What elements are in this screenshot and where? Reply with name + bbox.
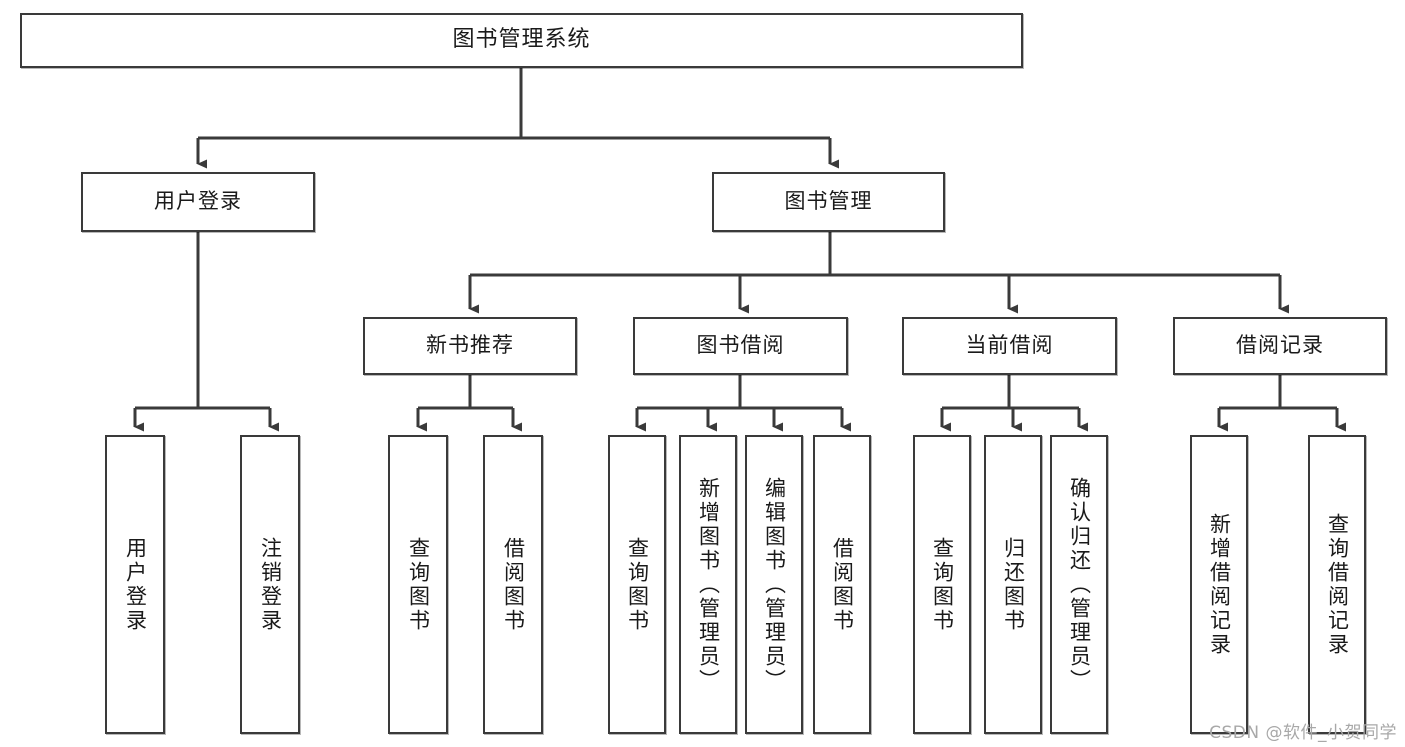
node-user-login[interactable]: 用户登录 [81, 172, 315, 232]
node-current-borrow[interactable]: 当前借阅 [902, 317, 1117, 375]
node-leaf-logout[interactable]: 注销登录 [240, 435, 300, 734]
leaf-label: 归还图书 [1001, 536, 1026, 633]
leaf-label: 查询借阅记录 [1325, 512, 1350, 657]
leaf-label: 确认归还（管理员） [1067, 476, 1092, 693]
node-leaf-query-book-1[interactable]: 查询图书 [388, 435, 448, 734]
leaf-label: 新增图书（管理员） [696, 476, 721, 693]
leaf-label: 借阅图书 [501, 536, 526, 633]
node-leaf-user-login[interactable]: 用户登录 [105, 435, 165, 734]
node-leaf-confirm-return[interactable]: 确认归还（管理员） [1050, 435, 1108, 734]
node-new-book-rec[interactable]: 新书推荐 [363, 317, 577, 375]
node-borrow-record[interactable]: 借阅记录 [1173, 317, 1387, 375]
leaf-label: 注销登录 [258, 536, 283, 633]
leaf-label: 查询图书 [625, 536, 650, 633]
node-book-borrow[interactable]: 图书借阅 [633, 317, 848, 375]
leaf-label: 借阅图书 [830, 536, 855, 633]
node-root[interactable]: 图书管理系统 [20, 13, 1023, 68]
node-leaf-borrow-book-2[interactable]: 借阅图书 [813, 435, 871, 734]
leaf-label: 查询图书 [406, 536, 431, 633]
node-leaf-add-record[interactable]: 新增借阅记录 [1190, 435, 1248, 734]
leaf-label: 编辑图书（管理员） [762, 476, 787, 693]
node-leaf-query-book-2[interactable]: 查询图书 [608, 435, 666, 734]
node-leaf-query-book-3[interactable]: 查询图书 [913, 435, 971, 734]
node-leaf-add-book[interactable]: 新增图书（管理员） [679, 435, 737, 734]
node-book-manage[interactable]: 图书管理 [712, 172, 945, 232]
watermark: CSDN @软件_小贺同学 [1209, 723, 1397, 743]
node-leaf-query-record[interactable]: 查询借阅记录 [1308, 435, 1366, 734]
node-leaf-return-book[interactable]: 归还图书 [984, 435, 1042, 734]
leaf-label: 新增借阅记录 [1207, 512, 1232, 657]
node-leaf-borrow-book-1[interactable]: 借阅图书 [483, 435, 543, 734]
leaf-label: 查询图书 [930, 536, 955, 633]
node-leaf-edit-book[interactable]: 编辑图书（管理员） [745, 435, 803, 734]
leaf-label: 用户登录 [123, 536, 148, 633]
